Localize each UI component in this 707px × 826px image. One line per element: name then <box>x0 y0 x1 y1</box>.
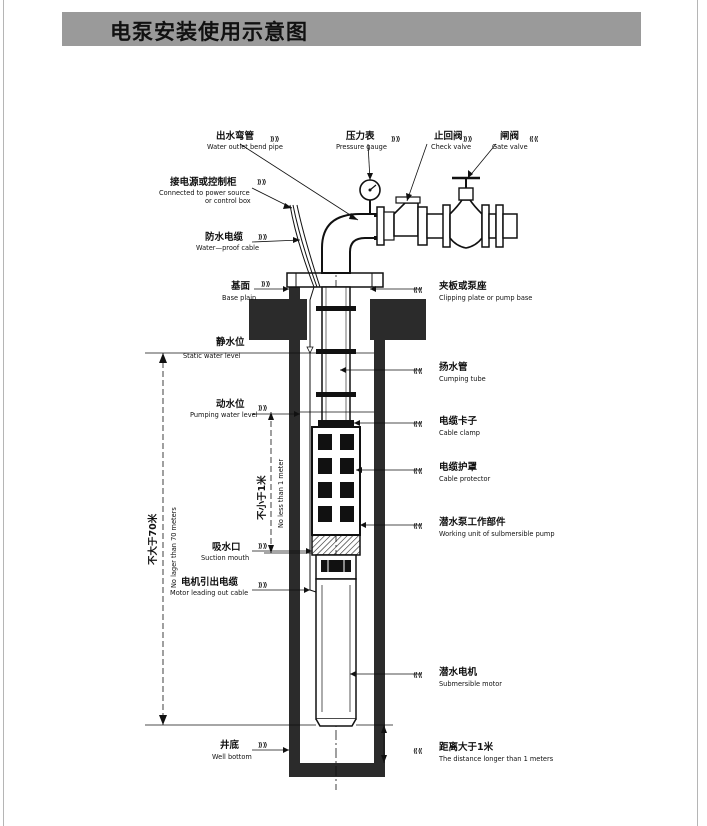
label-motor-cable-zh: 电机引出电缆 <box>181 576 239 588</box>
svg-text:⟪⟪: ⟪⟪ <box>413 286 423 294</box>
svg-text:⟫⟫: ⟫⟫ <box>463 135 473 143</box>
svg-text:⟫⟫: ⟫⟫ <box>258 741 268 749</box>
label-suction-mouth-en: Suction mouth <box>201 554 249 562</box>
page-title: 电泵安装使用示意图 <box>110 20 308 44</box>
label-pumping-level-zh: 动水位 <box>216 398 245 410</box>
label-working-unit-en: Working unit of sulbmersible pump <box>439 530 555 538</box>
label-pumping-tube-zh: 扬水管 <box>439 361 468 373</box>
svg-text:⟫⟫: ⟫⟫ <box>258 233 268 241</box>
label-gate-valve-zh: 闸阀 <box>500 130 519 142</box>
gate-valve-bonnet <box>458 187 474 201</box>
label-cable-clamp-zh: 电缆卡子 <box>439 415 478 427</box>
power-cable <box>289 204 315 288</box>
label-static-level-zh: 静水位 <box>216 336 245 348</box>
motor-cable <box>309 286 317 593</box>
label-well-bottom-zh: 井底 <box>220 739 240 751</box>
svg-text:⟪⟪: ⟪⟪ <box>529 135 539 143</box>
label-suction-mouth-zh: 吸水口 <box>212 541 241 553</box>
dimension-70m-en: No lager than 70 meters <box>170 507 178 588</box>
label-working-unit-zh: 潜水泵工作部件 <box>439 516 506 528</box>
label-pumping-tube-en: Cumping tube <box>439 375 486 383</box>
label-check-valve-en: Check valve <box>431 143 471 151</box>
power-cable <box>296 204 321 288</box>
svg-text:⟫⟫: ⟫⟫ <box>261 280 271 288</box>
pipe-coupling <box>316 306 356 311</box>
label-outlet-pipe-zh: 出水弯管 <box>216 130 255 142</box>
label-outlet-pipe-en: Water outlet bend pipe <box>207 143 283 151</box>
label-pressure-gauge-zh: 压力表 <box>346 130 375 142</box>
svg-text:⟫⟫: ⟫⟫ <box>258 581 268 589</box>
check-valve <box>393 202 419 237</box>
svg-text:⟫⟫: ⟫⟫ <box>257 178 267 186</box>
label-motor-cable-en: Motor leading out cable <box>170 589 248 597</box>
cable-clamp-part <box>318 420 354 426</box>
label-check-valve-zh: 止回阀 <box>434 130 463 142</box>
label-base-plain-en: Base plain <box>222 294 256 302</box>
label-pumping-level-en: Pumping water level <box>190 411 258 419</box>
label-clipping-plate-en: Clipping plate or pump base <box>439 294 532 302</box>
gate-valve-body <box>449 199 483 249</box>
svg-text:⟫⟫: ⟫⟫ <box>258 542 268 550</box>
outlet-end-flange <box>495 204 504 248</box>
ground-block-right <box>370 299 426 340</box>
gate-valve-flange-right <box>481 204 490 248</box>
label-cable-protector-zh: 电缆护罩 <box>439 461 478 473</box>
svg-text:⟫⟫: ⟫⟫ <box>391 135 401 143</box>
check-valve-flange <box>417 206 428 246</box>
svg-text:⟪⟪: ⟪⟪ <box>413 467 423 475</box>
label-pressure-gauge-en: Pressure gauge <box>336 143 387 151</box>
label-clipping-plate-zh: 夹板或泵座 <box>438 280 487 292</box>
gate-valve-flange <box>442 204 451 248</box>
suction-mouth <box>311 534 361 556</box>
title-bar: 电泵安装使用示意图 <box>62 12 641 46</box>
svg-text:⟪⟪: ⟪⟪ <box>413 367 423 375</box>
svg-text:⟪⟪: ⟪⟪ <box>413 747 423 755</box>
label-base-plain-zh: 基面 <box>230 280 251 292</box>
label-power-source-en2: or control box <box>205 197 251 205</box>
label-power-source-zh: 接电源或控制柜 <box>170 176 237 188</box>
pipe-coupling <box>316 392 356 397</box>
power-cable <box>292 204 318 288</box>
label-distance-bottom-en: The distance longer than 1 meters <box>438 755 554 763</box>
dimension-70m-zh: 不大于70米 <box>147 513 159 565</box>
submersible-motor <box>315 578 357 720</box>
well-bottom-slab <box>289 763 385 777</box>
label-submersible-motor-zh: 潜水电机 <box>439 666 478 678</box>
well-wall-right <box>374 340 385 777</box>
dimension-1m-en: No less than 1 meter <box>277 459 285 528</box>
label-well-bottom-en: Well bottom <box>212 753 252 761</box>
label-cable-protector-en: Cable protector <box>439 475 490 483</box>
svg-text:⟫⟫: ⟫⟫ <box>258 404 268 412</box>
right-border <box>697 0 698 826</box>
label-gate-valve-en: Gate valve <box>492 143 528 151</box>
label-waterproof-cable-en: Water—proof cable <box>196 244 259 252</box>
svg-text:⟪⟪: ⟪⟪ <box>413 420 423 428</box>
svg-text:⟪⟪: ⟪⟪ <box>413 671 423 679</box>
outlet-flange <box>376 206 385 246</box>
pipe-coupling <box>316 349 356 354</box>
well-wall-left <box>289 287 300 777</box>
motor-end-cap <box>315 718 357 727</box>
label-distance-bottom-zh: 距离大于1米 <box>439 741 494 753</box>
label-cable-clamp-en: Cable clamp <box>439 429 480 437</box>
label-submersible-motor-en: Submersible motor <box>439 680 502 688</box>
left-border <box>3 0 4 826</box>
clipping-plate <box>286 272 384 288</box>
svg-text:⟫⟫: ⟫⟫ <box>270 135 280 143</box>
dimension-1m-zh: 不小于1米 <box>256 475 268 520</box>
label-waterproof-cable-zh: 防水电缆 <box>205 231 244 243</box>
label-power-source-en1: Connected to power source <box>159 189 250 197</box>
svg-text:⟪⟪: ⟪⟪ <box>413 522 423 530</box>
label-static-level-en: Static water level <box>183 352 241 360</box>
